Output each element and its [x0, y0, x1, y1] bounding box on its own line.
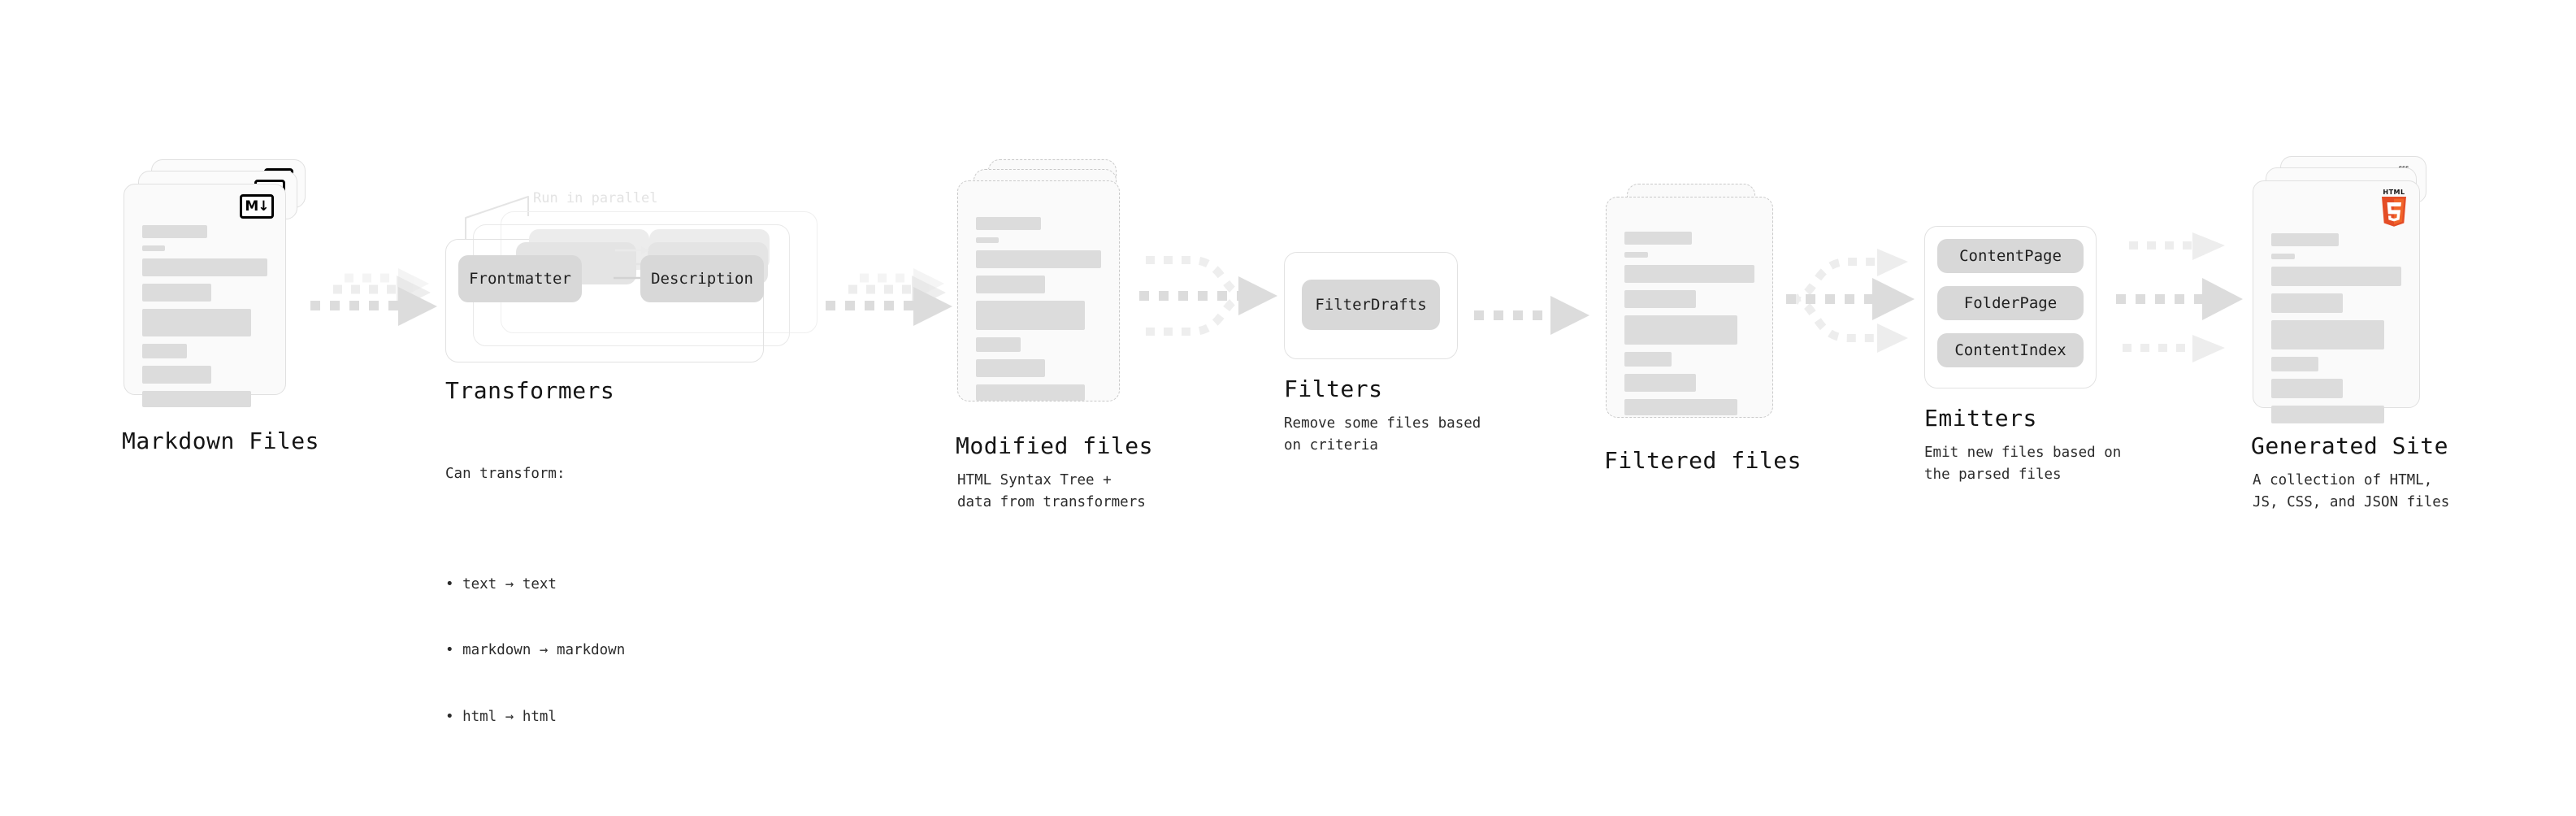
stage-title-filters: Filters [1284, 375, 1383, 402]
arrow-straight-icon [1474, 296, 1589, 335]
connector-transformers-to-modified [822, 268, 956, 354]
parallel-bracket-icon [465, 196, 529, 239]
modified-card-front [957, 180, 1120, 401]
transformers-can-transform-heading: Can transform: [445, 466, 566, 483]
stage-modified-files: Modified files HTML Syntax Tree + data f… [956, 159, 1153, 510]
html5-shield-icon [2382, 197, 2406, 227]
pill-contentindex[interactable]: ContentIndex [1937, 333, 2084, 367]
modified-files-description: HTML Syntax Tree + data from transformer… [957, 472, 1146, 511]
transformers-bullet-2: • html → html [445, 708, 557, 725]
pill-filterdrafts[interactable]: FilterDrafts [1302, 280, 1440, 330]
generated-card-front: HTML [2253, 180, 2420, 423]
stage-title-generated-site: Generated Site [2251, 432, 2449, 459]
markdown-card-stack: M↓ M↓ M↓ [124, 159, 319, 411]
card-placeholder-lines [1624, 232, 1754, 423]
transformers-bullet-list: • text → text • markdown → markdown • ht… [445, 530, 625, 772]
card-placeholder-lines [2271, 233, 2401, 431]
modified-card-stack [957, 159, 1128, 419]
card-placeholder-lines [142, 225, 267, 415]
pill-contentpage[interactable]: ContentPage [1937, 239, 2084, 273]
filtered-card-front [1606, 197, 1773, 418]
connector-markdown-to-transformers [307, 268, 441, 354]
stage-filtered-files: Filtered files [1604, 184, 1802, 474]
stage-title-emitters: Emitters [1924, 405, 2037, 432]
stage-title-modified-files: Modified files [956, 432, 1154, 459]
emitters-description: Emit new files based on the parsed files [1924, 445, 2122, 484]
transformers-bullet-1: • markdown → markdown [445, 642, 626, 659]
pill-frontmatter[interactable]: Frontmatter [458, 255, 582, 302]
connector-filtered-to-emitters [1781, 242, 1936, 356]
arrow-triple-stack-icon [826, 268, 952, 326]
markdown-down-icon: M↓ [240, 194, 274, 219]
stage-generated-site: CSS HTML [2251, 156, 2449, 510]
pill-folderpage[interactable]: FolderPage [1937, 286, 2084, 320]
stage-title-markdown-files: Markdown Files [122, 428, 320, 454]
pill-description[interactable]: Description [640, 255, 764, 302]
markdown-card-front: M↓ [124, 184, 286, 407]
arrow-diverge-icon [1786, 249, 1915, 353]
filters-description: Remove some files based on criteria [1284, 415, 1481, 454]
stage-title-transformers: Transformers [445, 377, 615, 404]
arrow-triple-stack-icon [310, 268, 437, 326]
transformers-description: Can transform: • text → text • markdown … [445, 419, 625, 816]
html5-icon: HTML [2380, 189, 2408, 229]
card-placeholder-lines [976, 217, 1101, 408]
filtered-card-stack [1606, 184, 1776, 436]
pipeline-diagram: M↓ M↓ M↓ Markdown [122, 156, 2449, 725]
connector-filters-to-filtered [1469, 283, 1599, 348]
arrow-triple-parallel-icon [2116, 232, 2243, 362]
connector-modified-to-filters [1134, 245, 1289, 351]
stage-markdown-files: M↓ M↓ M↓ Markdown [122, 159, 319, 454]
run-in-parallel-label: Run in parallel [533, 190, 658, 206]
arrow-converge-icon [1139, 256, 1277, 336]
stage-title-filtered-files: Filtered files [1604, 447, 1802, 474]
connector-emitters-to-site [2111, 232, 2257, 362]
transformers-bullet-0: • text → text [445, 575, 557, 592]
generated-card-stack: CSS HTML [2253, 156, 2448, 423]
html5-icon-label: HTML [2383, 189, 2405, 196]
generated-site-description: A collection of HTML, JS, CSS, and JSON … [2253, 472, 2450, 511]
